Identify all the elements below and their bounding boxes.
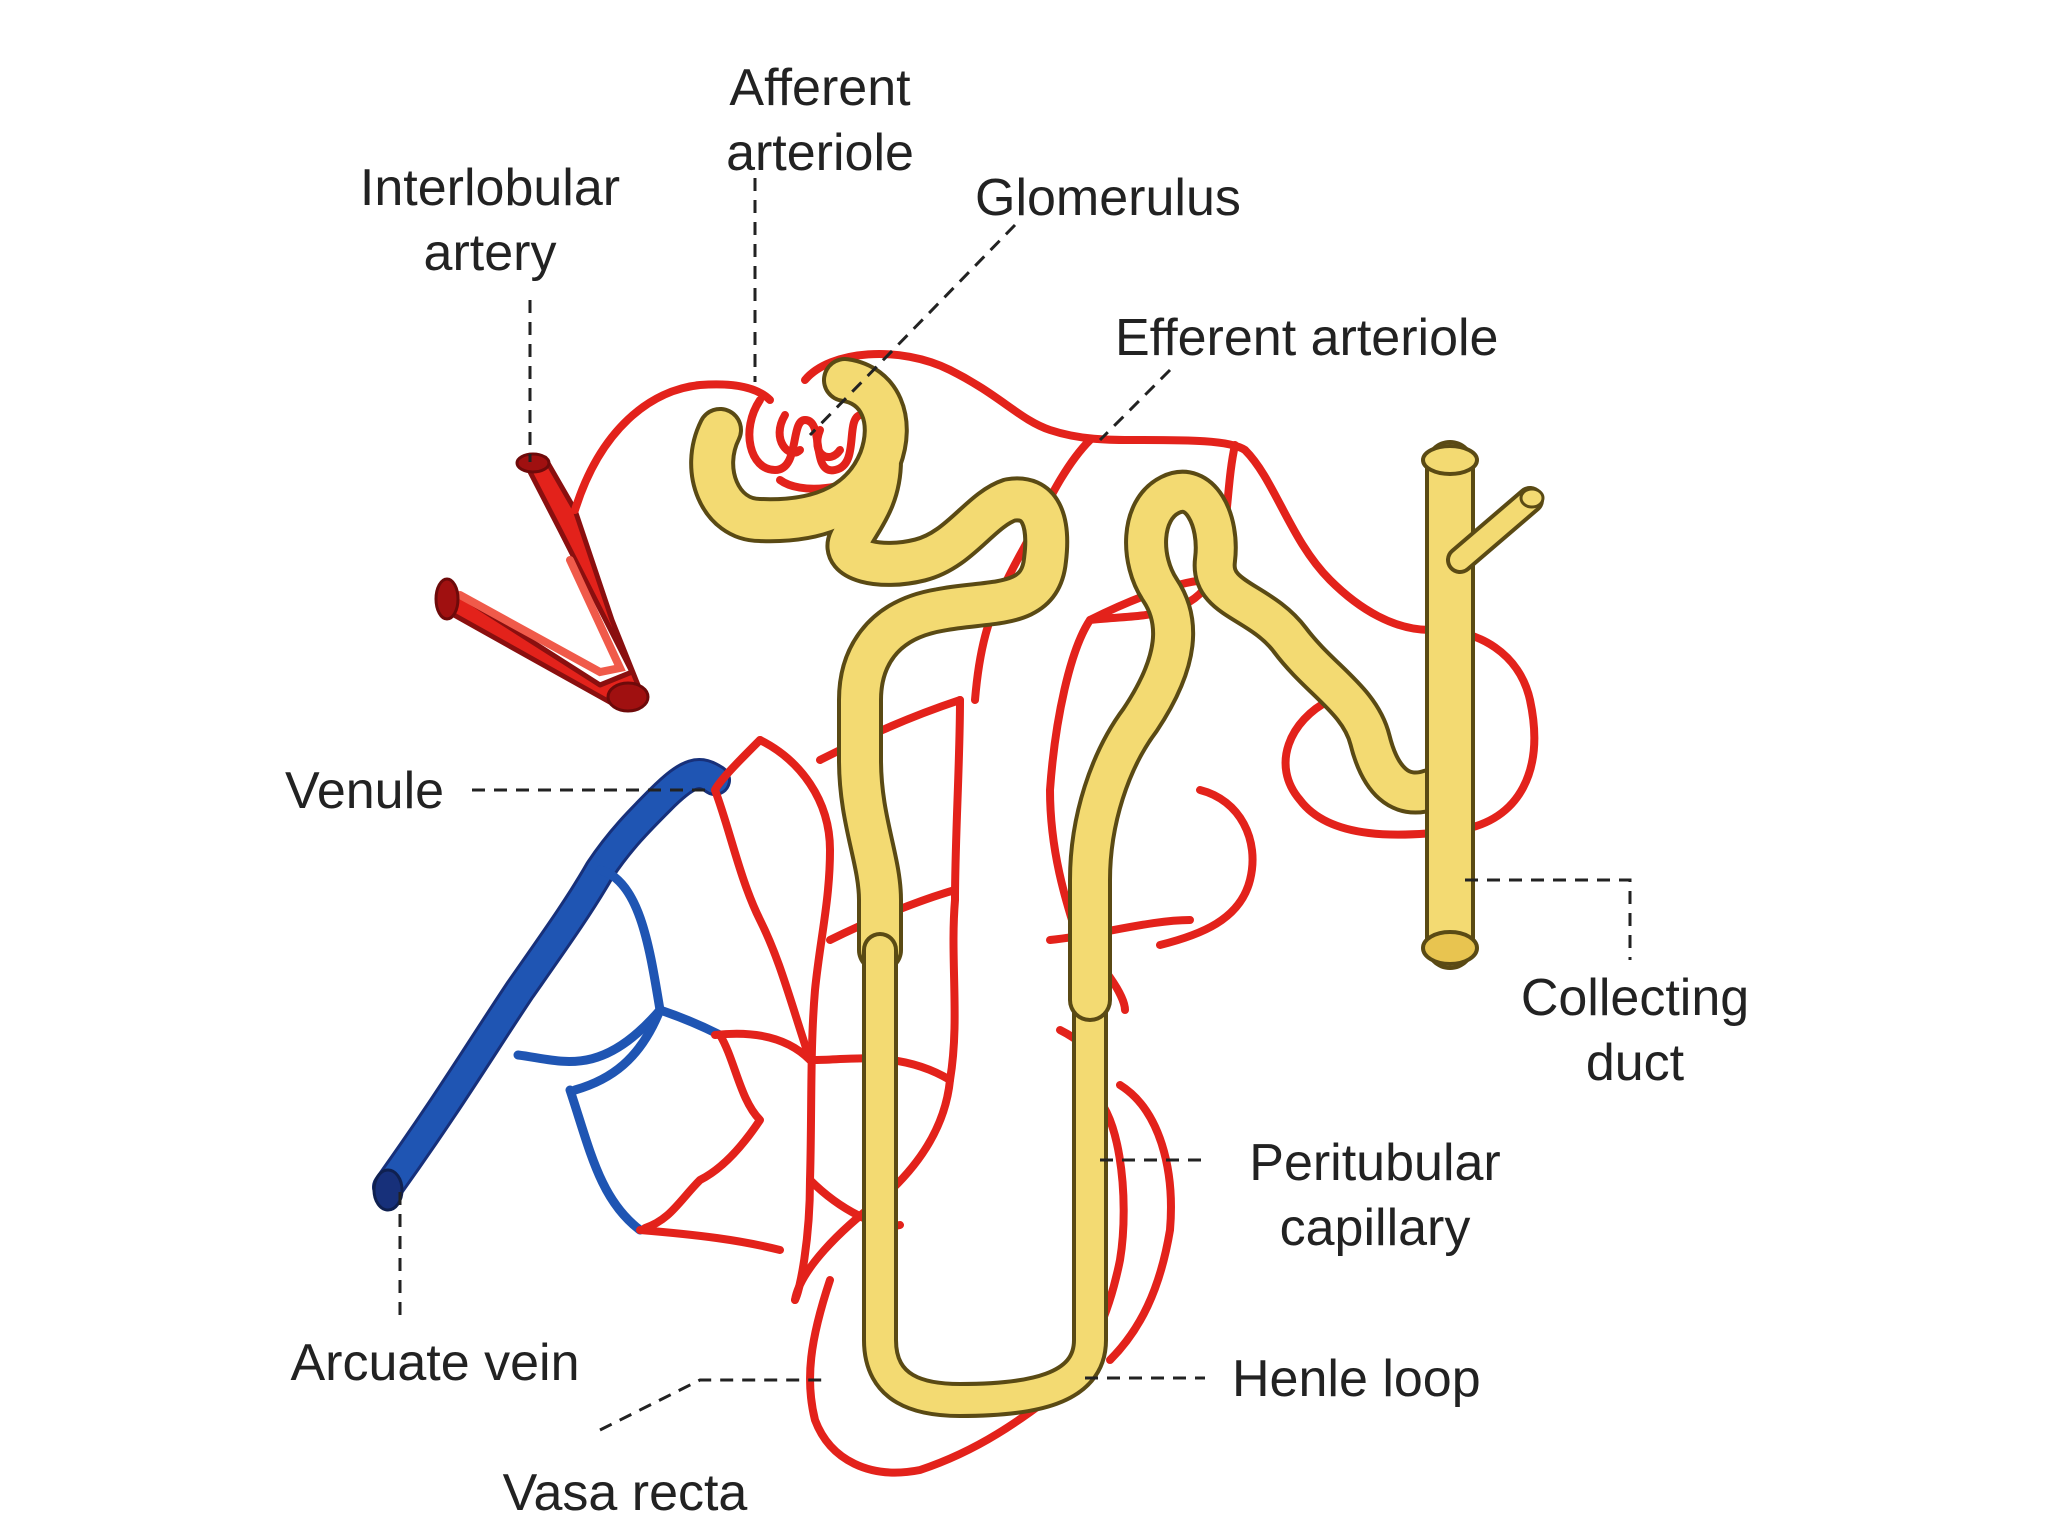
label-peritubular-capillary-line2: capillary: [1280, 1199, 1471, 1257]
nephron-tubule: [689, 357, 1545, 1418]
leader-lines: [398, 178, 1632, 1432]
label-peritubular-capillary-line1: Peritubular: [1249, 1134, 1500, 1192]
label-henle-loop: Henle loop: [1232, 1350, 1481, 1408]
label-afferent-arteriole-line1: Afferent: [729, 59, 911, 117]
label-afferent-arteriole-line2: arteriole: [726, 124, 914, 182]
label-collecting-duct-line2: duct: [1586, 1034, 1685, 1092]
label-interlobular-artery-line2: artery: [424, 224, 557, 282]
label-vasa-recta: Vasa recta: [503, 1464, 748, 1522]
label-glomerulus: Glomerulus: [975, 169, 1241, 227]
interlobular-artery: [434, 452, 650, 713]
capillary-network: [571, 350, 1539, 1477]
label-interlobular-artery-line1: Interlobular: [360, 159, 620, 217]
label-collecting-duct-line1: Collecting: [1521, 969, 1749, 1027]
labels: Afferent arteriole Interlobular artery G…: [285, 59, 1749, 1522]
venous-network: [372, 758, 731, 1235]
label-arcuate-vein: Arcuate vein: [290, 1334, 579, 1392]
label-venule: Venule: [285, 762, 444, 820]
label-efferent-arteriole: Efferent arteriole: [1115, 309, 1498, 367]
